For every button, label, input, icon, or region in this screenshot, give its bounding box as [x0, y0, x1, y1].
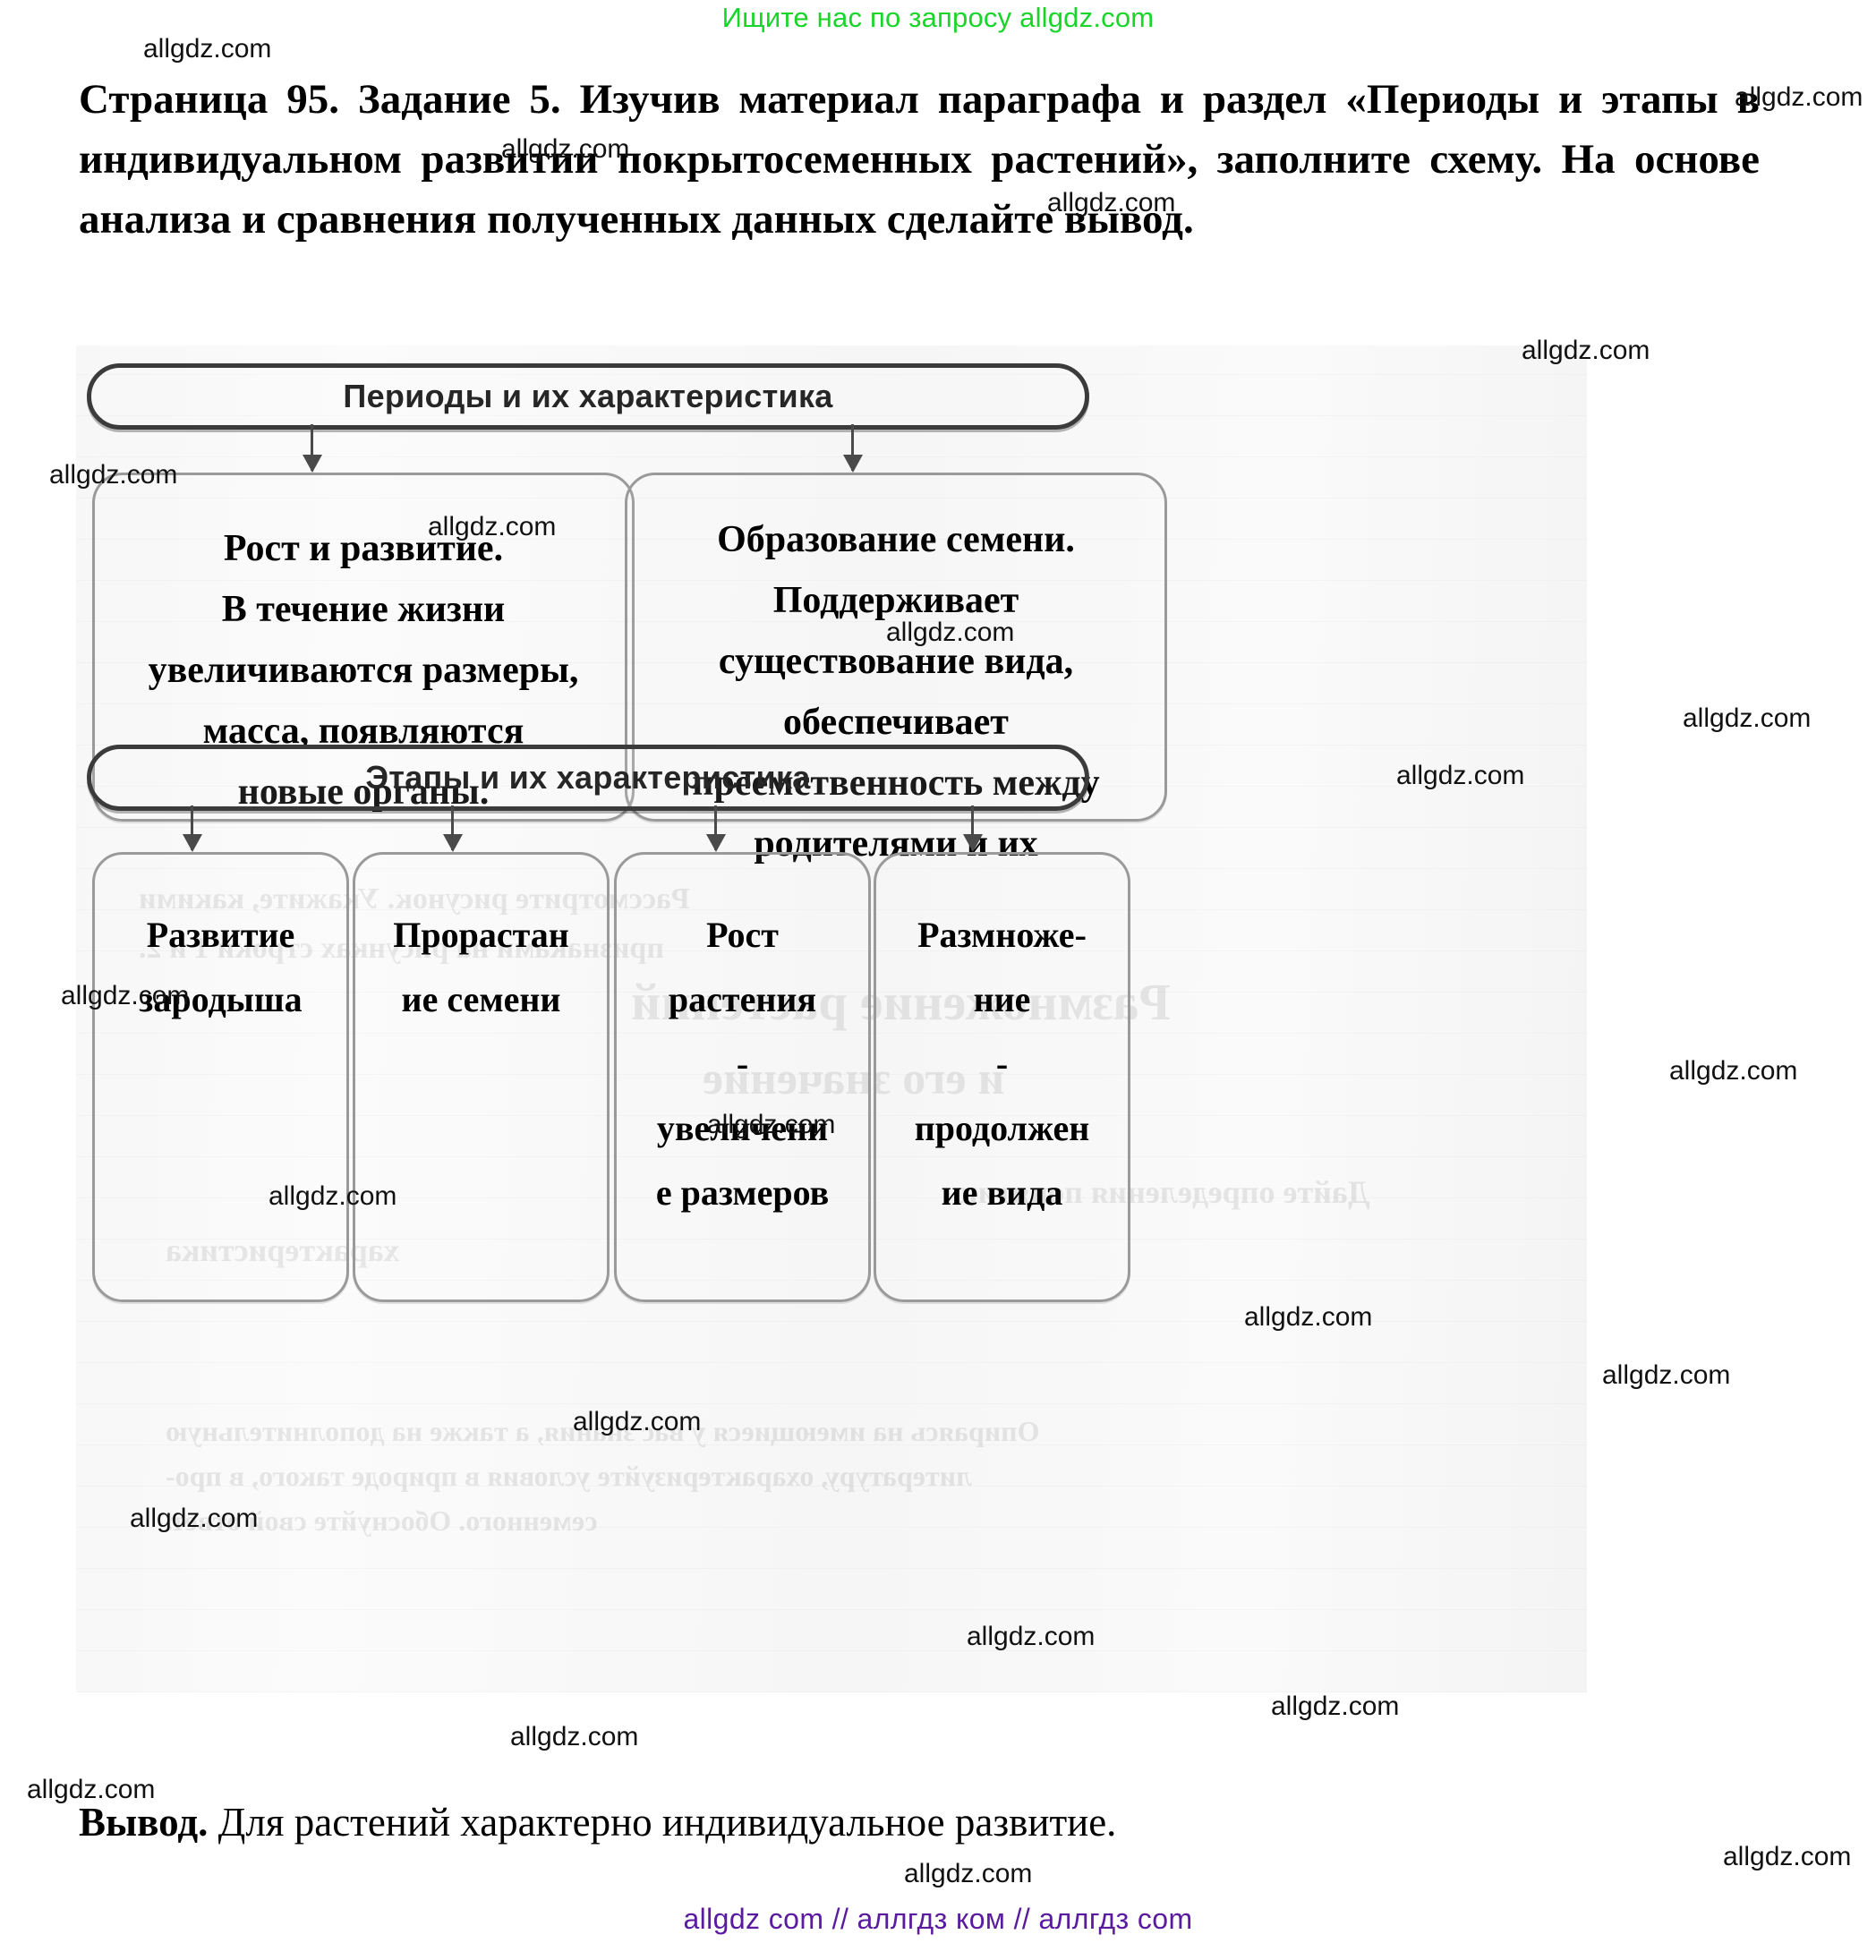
conclusion-label: Вывод. [79, 1800, 209, 1845]
banner-periods: Периоды и их характеристика [87, 363, 1089, 430]
node-line: ие семени [401, 979, 561, 1019]
node-plant-growth-text: Рост растения - увеличени е размеров [632, 903, 853, 1225]
node-line: ие вида [941, 1172, 1063, 1213]
watermark: allgdz.com [904, 1859, 1033, 1888]
node-line: - [995, 1044, 1009, 1084]
node-line: Рост и развитие. [223, 528, 504, 569]
node-line: В течение жизни [221, 589, 506, 630]
node-embryo-development: Развитие зародыша [92, 852, 349, 1302]
arrow-stage-1 [191, 805, 193, 850]
watermark: allgdz.com [1669, 1056, 1798, 1086]
arrow-stage-4 [971, 805, 974, 850]
watermark: allgdz.com [1602, 1360, 1731, 1390]
node-line: Образование семени. [717, 519, 1075, 560]
watermark: allgdz.com [1271, 1692, 1400, 1721]
node-line: существование вида, [718, 641, 1074, 682]
node-line: растения [668, 979, 817, 1019]
watermark: allgdz.com [143, 34, 272, 64]
arrow-stage-3 [714, 805, 717, 850]
footer-links: allgdz com // аллгдз ком // аллгдз com [0, 1903, 1876, 1936]
node-seed-germination-text: Прорастан ие семени [371, 903, 592, 1032]
node-line: Поддерживает [772, 580, 1019, 621]
node-reproduction-text: Размноже- ние - продолжен ие вида [891, 903, 1113, 1225]
banner-stages-label: Этапы и их характеристика [365, 759, 811, 796]
conclusion: Вывод. Для растений характерно индивидуа… [79, 1799, 1116, 1845]
node-line: е размеров [655, 1172, 830, 1213]
node-embryo-development-text: Развитие зародыша [110, 903, 331, 1032]
banner-stages: Этапы и их характеристика [87, 745, 1089, 811]
node-line: увеличиваются размеры, [148, 650, 579, 691]
arrow-periods-right [851, 424, 854, 471]
promo-banner: Ищите нас по запросу allgdz.com [0, 2, 1876, 34]
node-line: увеличени [656, 1108, 829, 1148]
footer-links-text: allgdz com // аллгдз ком // аллгдз com [683, 1903, 1193, 1935]
watermark: allgdz.com [1683, 703, 1812, 733]
conclusion-text: Для растений характерно индивидуальное р… [208, 1800, 1117, 1845]
node-growth-development-text: Рост и развитие. В течение жизни увеличи… [127, 518, 600, 822]
node-line: Развитие [146, 915, 295, 955]
node-growth-development: Рост и развитие. В течение жизни увеличи… [92, 473, 635, 822]
node-line: обеспечивает [783, 702, 1009, 743]
node-reproduction: Размноже- ние - продолжен ие вида [874, 852, 1130, 1302]
showthrough-text: Опираясь на имеющиеся у вас знания, а та… [166, 1415, 1040, 1447]
node-line: Прорастан [393, 915, 569, 955]
banner-periods-label: Периоды и их характеристика [343, 378, 833, 414]
watermark: allgdz.com [510, 1722, 639, 1751]
node-line: Рост [706, 915, 779, 955]
node-seed-formation: Образование семени. Поддерживает существ… [625, 473, 1167, 865]
arrow-stage-2 [451, 805, 454, 850]
node-seed-germination: Прорастан ие семени [353, 852, 610, 1302]
node-seed-formation-text: Образование семени. Поддерживает существ… [660, 509, 1132, 874]
node-line: новые органы. [237, 771, 490, 813]
node-line: - [736, 1044, 749, 1084]
arrow-periods-left [311, 424, 313, 471]
promo-text: Ищите нас по запросу allgdz.com [721, 2, 1155, 33]
node-line: преемственность между [692, 763, 1100, 804]
task-statement: Страница 95. Задание 5. Изучив материал … [79, 76, 1760, 243]
watermark: allgdz.com [1723, 1842, 1852, 1871]
showthrough-text: семенного. Обоснуйте свой ответ. [166, 1504, 598, 1537]
showthrough-text: литературу, охарактеризуйте условия в пр… [166, 1460, 973, 1492]
node-line: Размноже- [917, 915, 1087, 955]
node-line: зародыша [139, 979, 303, 1019]
node-line: ние [973, 979, 1031, 1019]
node-plant-growth: Рост растения - увеличени е размеров [614, 852, 871, 1302]
node-line: продолжен [914, 1108, 1090, 1148]
